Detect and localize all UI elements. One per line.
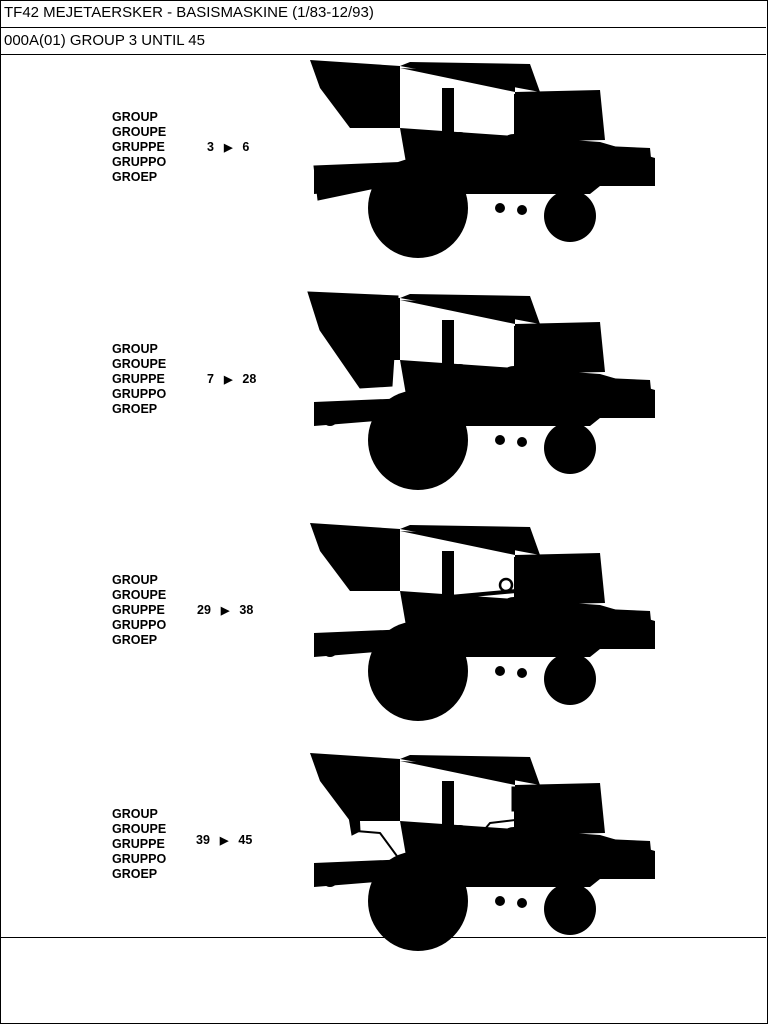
language-labels: GROUP GROUPE GRUPPE GRUPPO GROEP — [112, 342, 166, 417]
label-nl: GROEP — [112, 402, 158, 416]
right-triangle-icon: ▶ — [219, 835, 229, 847]
label-it: GRUPPO — [112, 852, 167, 866]
language-labels: GROUP GROUPE GRUPPE GRUPPO GROEP — [112, 110, 166, 185]
group-range[interactable]: 39 ▶ 45 — [196, 833, 252, 847]
label-de: GRUPPE — [112, 603, 165, 617]
highlight-grain-tank — [307, 291, 399, 389]
range-to: 28 — [242, 372, 257, 386]
combine-diagram[interactable] — [300, 521, 660, 721]
label-nl: GROEP — [112, 867, 158, 881]
range-from: 7 — [207, 372, 214, 386]
label-de: GRUPPE — [112, 140, 165, 154]
group-section-2: GROUP GROUPE GRUPPE GRUPPO GROEP 7 ▶ 28 — [0, 286, 766, 516]
highlight-cylinder — [347, 792, 361, 836]
label-nl: GROEP — [112, 633, 158, 647]
label-de: GRUPPE — [112, 837, 165, 851]
right-triangle-icon: ▶ — [223, 142, 233, 154]
combine-diagram[interactable] — [300, 58, 660, 258]
label-nl: GROEP — [112, 170, 158, 184]
language-labels: GROUP GROUPE GRUPPE GRUPPO GROEP — [112, 573, 166, 648]
range-to: 38 — [239, 603, 254, 617]
highlight-drive-belts — [408, 587, 540, 663]
combine-diagram[interactable] — [300, 290, 660, 490]
header-divider — [0, 27, 766, 28]
label-it: GRUPPO — [112, 387, 167, 401]
group-range[interactable]: 29 ▶ 38 — [197, 603, 253, 617]
range-from: 29 — [197, 603, 211, 617]
label-it: GRUPPO — [112, 618, 167, 632]
group-range[interactable]: 7 ▶ 28 — [207, 372, 256, 386]
highlight-header — [313, 161, 415, 201]
group-section-1: GROUP GROUPE GRUPPE GRUPPO GROEP 3 ▶ 6 — [0, 54, 766, 284]
label-de: GRUPPE — [112, 372, 165, 386]
page-title: TF42 MEJETAERSKER - BASISMASKINE (1/83-1… — [4, 4, 374, 21]
label-fr: GROUPE — [112, 588, 167, 602]
right-triangle-icon: ▶ — [223, 374, 233, 386]
label-fr: GROUPE — [112, 125, 167, 139]
label-en: GROUP — [112, 807, 158, 821]
page-header: TF42 MEJETAERSKER - BASISMASKINE (1/83-1… — [0, 0, 766, 55]
label-fr: GROUPE — [112, 357, 167, 371]
highlight-hydraulic-lines — [355, 810, 541, 902]
label-fr: GROUPE — [112, 822, 167, 836]
highlight-pulley — [401, 650, 439, 672]
combine-diagram[interactable] — [300, 751, 660, 951]
language-labels: GROUP GROUPE GRUPPE GRUPPO GROEP — [112, 807, 166, 882]
range-from: 39 — [196, 833, 210, 847]
range-to: 45 — [238, 833, 253, 847]
page-subtitle: 000A(01) GROUP 3 UNTIL 45 — [4, 32, 205, 49]
footer-divider — [0, 937, 766, 938]
range-to: 6 — [242, 140, 250, 154]
group-range[interactable]: 3 ▶ 6 — [207, 140, 249, 154]
group-section-3: GROUP GROUPE GRUPPE GRUPPO GROEP 29 ▶ 38 — [0, 517, 766, 747]
label-it: GRUPPO — [112, 155, 167, 169]
label-en: GROUP — [112, 110, 158, 124]
label-en: GROUP — [112, 342, 158, 356]
label-en: GROUP — [112, 573, 158, 587]
group-section-4: GROUP GROUPE GRUPPE GRUPPO GROEP 39 ▶ 45 — [0, 749, 766, 979]
range-from: 3 — [207, 140, 214, 154]
right-triangle-icon: ▶ — [220, 605, 230, 617]
